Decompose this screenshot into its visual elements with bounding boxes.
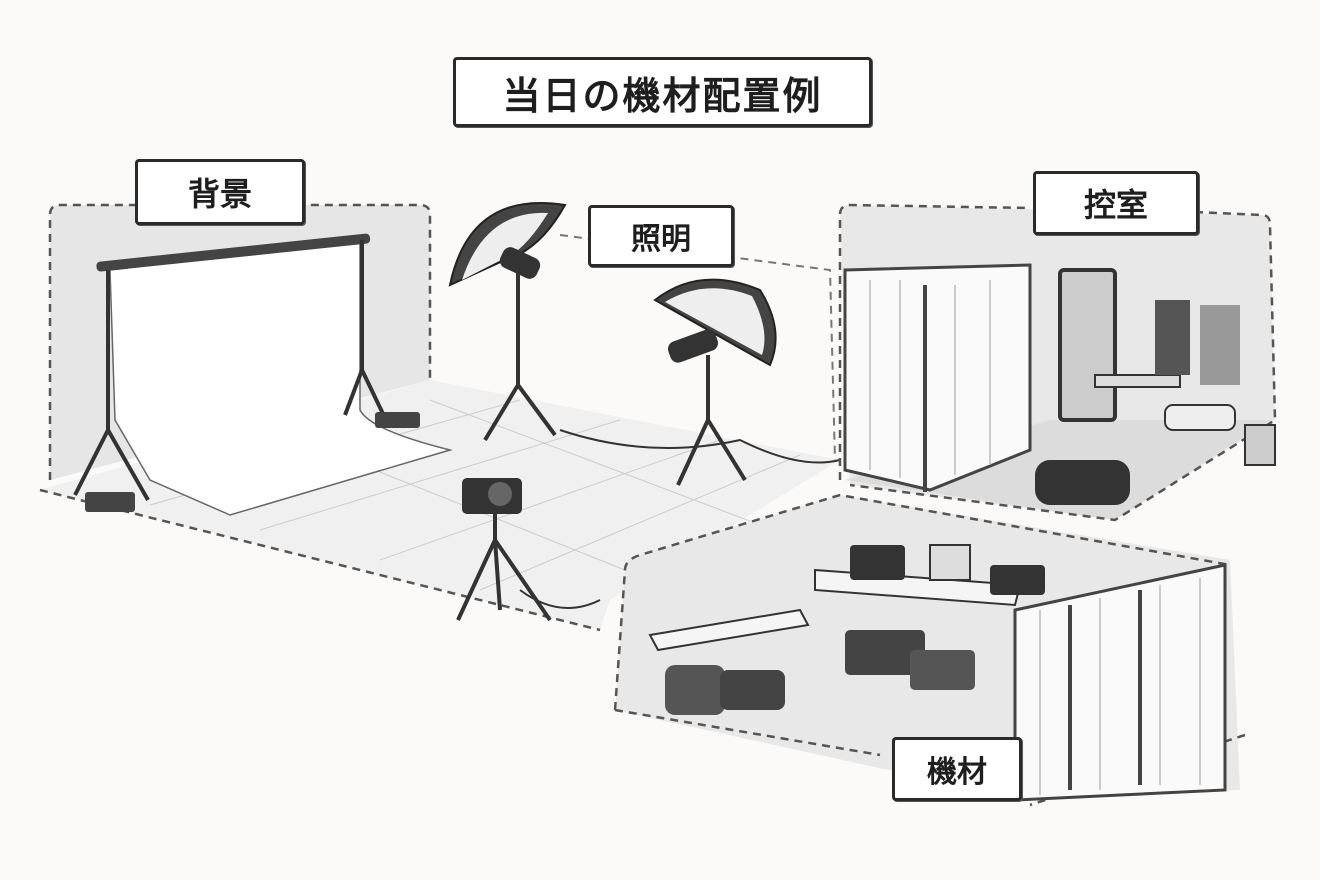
zone-label-equipment: 機材 — [892, 737, 1022, 801]
diagram-title: 当日の機材配置例 — [453, 57, 872, 127]
zone-label-lighting: 照明 — [588, 205, 734, 267]
green-room-zone — [838, 203, 1277, 522]
light-stand-left — [448, 201, 567, 442]
backdrop — [73, 233, 453, 516]
light-stand-right — [559, 278, 841, 486]
camera-tripod — [456, 478, 601, 622]
zone-label-background: 背景 — [135, 159, 305, 225]
equipment-zone — [613, 493, 1246, 807]
zone-label-green-room: 控室 — [1033, 171, 1199, 235]
